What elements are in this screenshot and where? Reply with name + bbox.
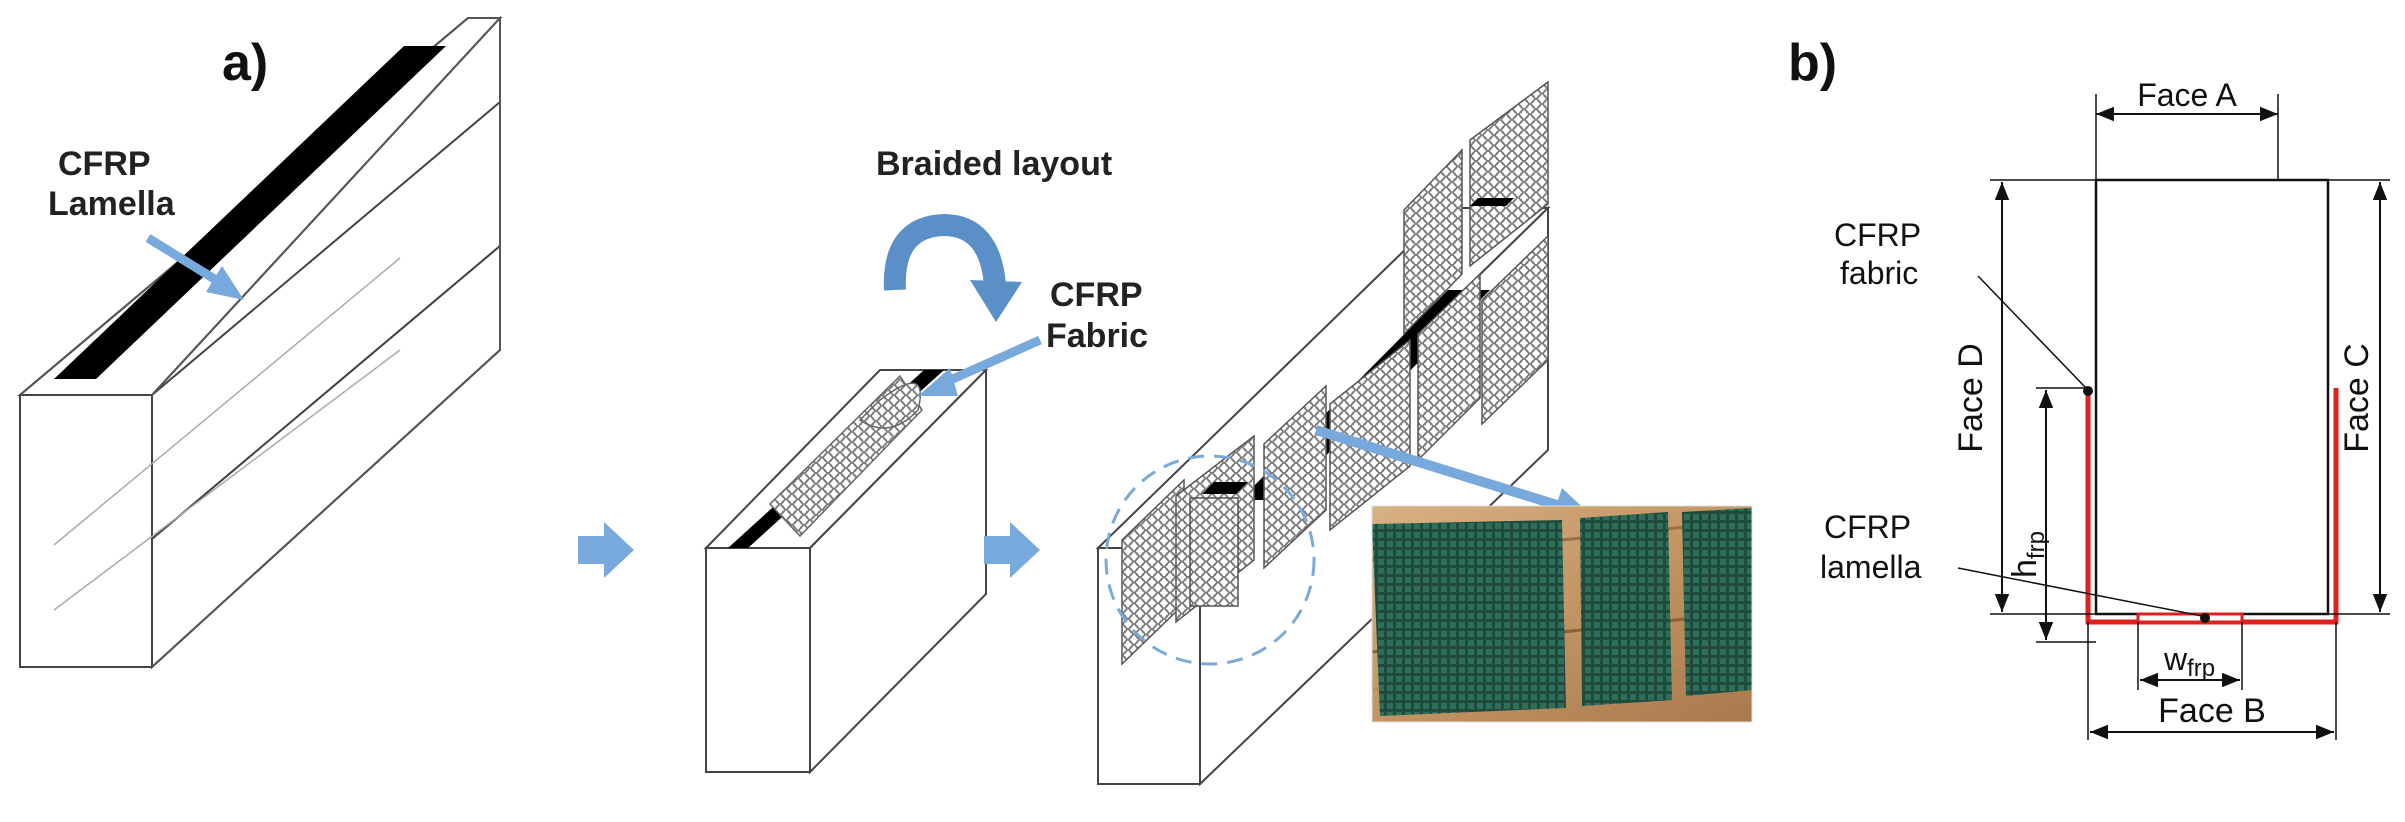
process-arrow-2 xyxy=(984,522,1040,578)
face-c-label: Face C xyxy=(2338,343,2376,453)
fabric-label-line1: CFRP xyxy=(1050,276,1143,314)
cfrp-lamella-strip xyxy=(54,46,446,379)
wfrp-main: w xyxy=(2163,641,2188,677)
hfrp-sub: frp xyxy=(2023,531,2050,559)
panel-b-label: b) xyxy=(1788,34,1837,92)
fabric-pointer-arrow xyxy=(918,335,1042,396)
short-beam-fabric-fold xyxy=(858,382,922,429)
wfrp-sub: frp xyxy=(2187,655,2215,682)
wfrp-label: wfrp xyxy=(2163,641,2215,682)
fabric-wraps xyxy=(1121,80,1549,666)
fabric-section-label-line1: CFRP xyxy=(1834,217,1921,253)
lamella-pointer-arrow xyxy=(145,234,244,300)
face-b-label: Face B xyxy=(2158,692,2266,730)
lamella-section-label-line1: CFRP xyxy=(1824,509,1911,545)
cfrp-lamella-section xyxy=(2136,612,2244,624)
hfrp-label: hfrp xyxy=(2006,531,2050,578)
detail-callout-circle xyxy=(1104,454,1316,666)
lamella-leader-dot xyxy=(2200,613,2210,623)
lamella-label-line2: Lamella xyxy=(48,185,176,223)
fabric-label-line2: Fabric xyxy=(1046,317,1148,355)
wrap-black-bands xyxy=(1202,198,1514,494)
hfrp-main: h xyxy=(2006,559,2044,578)
fabric-section-label-line2: fabric xyxy=(1840,255,1918,291)
cross-section-outline xyxy=(2094,178,2330,616)
process-arrow-1 xyxy=(578,522,634,578)
panel-a-label: a) xyxy=(222,34,268,92)
face-a-label: Face A xyxy=(2137,77,2237,113)
lamella-section-label-line2: lamella xyxy=(1820,549,1922,585)
lamella-label-line1: CFRP xyxy=(58,145,151,183)
braided-layout-label: Braided layout xyxy=(876,145,1112,183)
braided-rotation-arrow xyxy=(883,213,1022,322)
specimen-photo xyxy=(1371,505,1753,723)
face-d-label: Face D xyxy=(1952,343,1990,453)
fabric-leader-line xyxy=(1977,275,2087,389)
lamella-leader-line xyxy=(1957,567,2203,617)
